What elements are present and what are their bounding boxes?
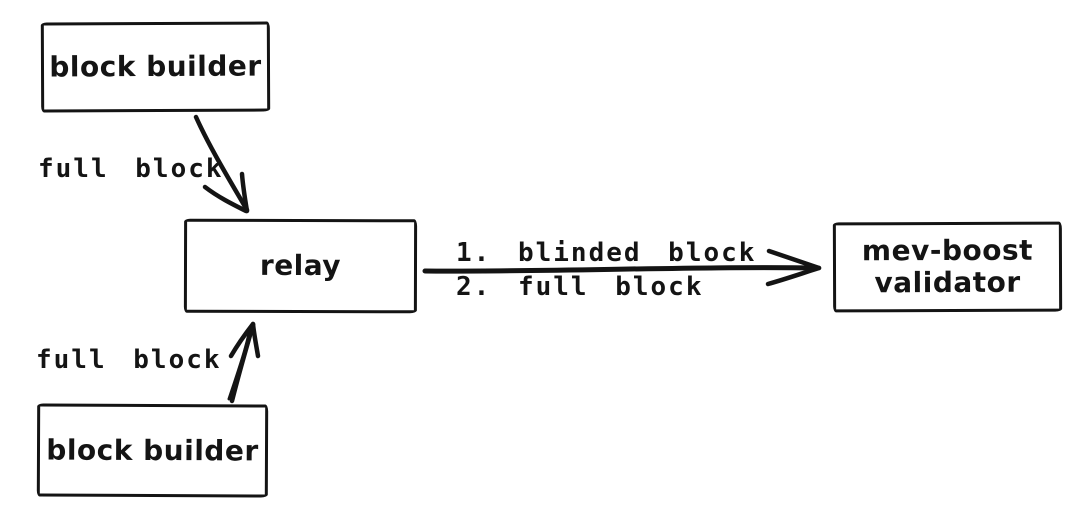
edge-label-full-block-bottom: full block	[36, 345, 222, 375]
node-mev-boost-validator: mev-boost validator	[832, 221, 1063, 313]
node-label: block builder	[46, 433, 259, 467]
edge-label-full-block-mid: 2. full block	[456, 272, 704, 302]
node-label: block builder	[49, 49, 262, 84]
node-label-line1: mev-boost	[861, 233, 1034, 268]
node-relay: relay	[183, 218, 418, 314]
node-label: relay	[259, 248, 342, 283]
arrow-builder-bottom-to-relay	[227, 321, 261, 404]
arrow-builder-top-to-relay	[193, 114, 250, 214]
edge-label-full-block-top: full block	[38, 154, 224, 184]
arrow-relay-to-validator	[422, 248, 822, 287]
node-block-builder-bottom: block builder	[36, 403, 269, 498]
edge-label-blinded-block: 1. blinded block	[456, 238, 757, 268]
node-label-line2: validator	[874, 265, 1021, 300]
node-block-builder-top: block builder	[40, 21, 271, 113]
